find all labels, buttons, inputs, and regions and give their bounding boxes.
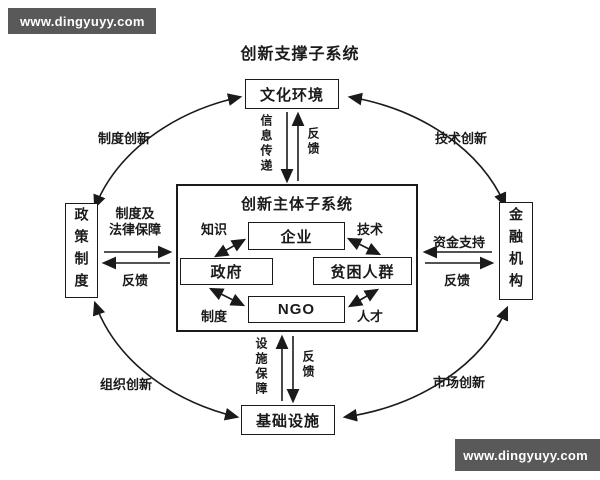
- arrow-enterprise-government: [213, 238, 247, 258]
- box-poor-group: 贫困人群: [313, 257, 412, 285]
- ellipse-arc-bottom-right: [342, 305, 509, 422]
- label-legal-guarantee: 制度及 法律保障: [108, 206, 161, 238]
- arrow-ngo-poor: [347, 288, 380, 308]
- box-financial-institution: 金融机构: [499, 202, 533, 300]
- arrow-government-ngo: [208, 287, 246, 307]
- outer-system-title: 创新支撑子系统: [240, 46, 360, 63]
- arrow-enterprise-poor: [346, 237, 382, 256]
- label-market-innovation: 市场创新: [433, 375, 486, 390]
- box-enterprise: 企业: [248, 222, 345, 250]
- label-feedback-right: 反馈: [444, 273, 471, 288]
- label-information-transfer: 信息传递: [259, 114, 273, 174]
- label-feedback-left: 反馈: [122, 273, 149, 288]
- label-technological-innovation: 技术创新: [435, 131, 488, 146]
- label-institutional-innovation: 制度创新: [98, 131, 151, 146]
- inner-subsystem-box: [176, 184, 418, 332]
- box-financial-institution-label: 金融机构: [508, 207, 524, 295]
- box-ngo: NGO: [248, 296, 345, 323]
- box-policy-system: 政策制度: [65, 203, 98, 298]
- label-institution: 制度: [201, 309, 228, 324]
- label-knowledge: 知识: [201, 222, 228, 237]
- box-cultural-environment: 文化环境: [245, 79, 339, 109]
- label-organizational-innovation: 组织创新: [100, 377, 153, 392]
- ellipse-arc-top-left: [93, 93, 243, 210]
- label-talent: 人才: [357, 309, 384, 324]
- label-feedback-bottom: 反馈: [301, 350, 315, 380]
- ellipse-arc-bottom-left: [92, 300, 240, 421]
- box-government: 政府: [180, 258, 273, 285]
- ellipse-arc-top-right: [347, 92, 507, 208]
- label-feedback-top: 反馈: [306, 127, 320, 157]
- inner-system-title: 创新主体子系统: [240, 196, 353, 213]
- box-policy-system-label: 政策制度: [73, 206, 90, 295]
- label-facility-guarantee: 设施保障: [254, 337, 268, 397]
- label-technology: 技术: [357, 222, 384, 237]
- box-infrastructure: 基础设施: [241, 405, 335, 435]
- watermark-bottom-right: www.dingyuyy.com: [455, 439, 600, 471]
- label-funding-support: 资金支持: [432, 235, 485, 250]
- watermark-top-left: www.dingyuyy.com: [8, 8, 156, 34]
